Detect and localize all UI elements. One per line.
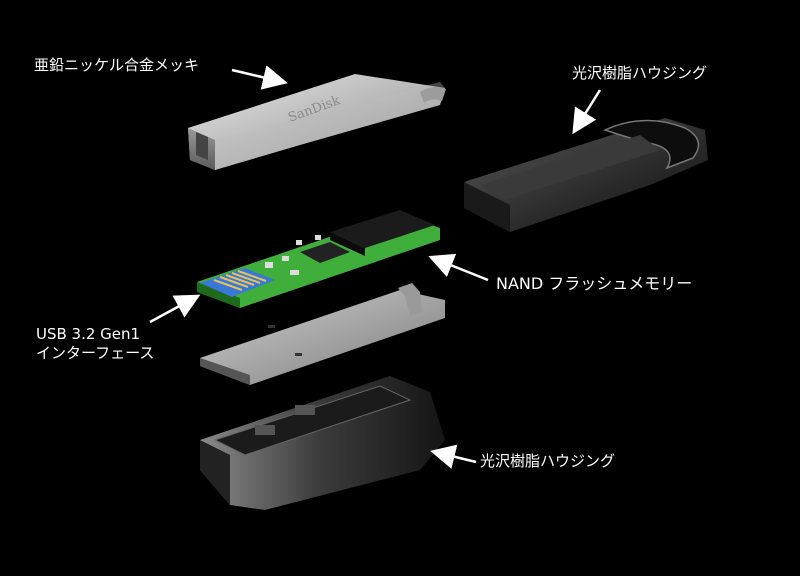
top-housing xyxy=(464,118,708,232)
arrow-usb xyxy=(149,294,201,324)
arrow-nand xyxy=(428,253,489,282)
usb-contacts xyxy=(200,268,275,297)
arrow-housing-bottom xyxy=(430,444,477,469)
label-bottom-housing: 光沢樹脂ハウジング xyxy=(480,452,616,470)
label-usb-line2: インターフェース xyxy=(36,344,155,362)
metal-cover: SanDisk xyxy=(188,74,446,170)
arrow-zinc xyxy=(231,65,288,90)
label-zinc-nickel-plating: 亜鉛ニッケル合金メッキ xyxy=(34,56,200,74)
nand-chip xyxy=(330,210,435,256)
arrow-housing-top xyxy=(572,89,602,135)
pcb-board xyxy=(197,210,440,308)
label-usb-interface: USB 3.2 Gen1 インターフェース xyxy=(36,325,154,363)
label-usb-line1: USB 3.2 Gen1 xyxy=(36,325,141,343)
label-nand-flash: NAND フラッシュメモリー xyxy=(496,274,693,293)
controller-chip xyxy=(300,242,350,263)
inner-tray xyxy=(200,283,445,385)
bottom-housing xyxy=(200,376,445,510)
label-top-housing: 光沢樹脂ハウジング xyxy=(572,64,708,82)
